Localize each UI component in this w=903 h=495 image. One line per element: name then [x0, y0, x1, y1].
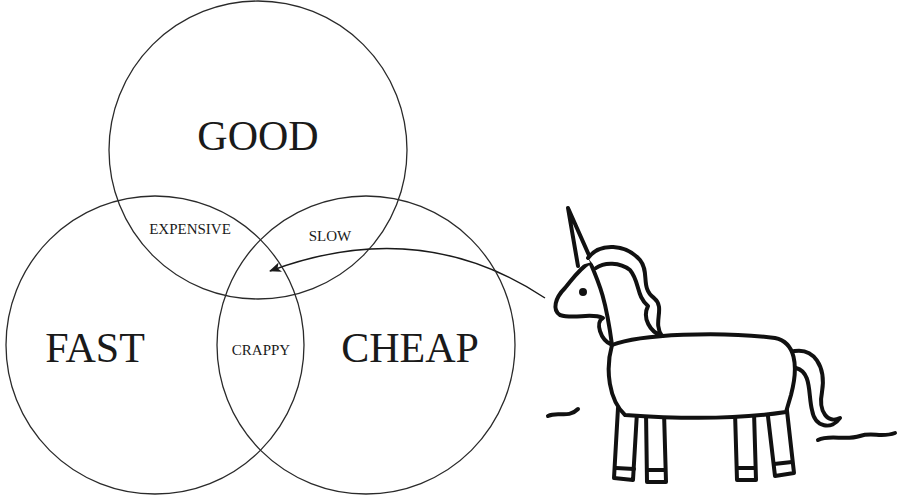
- hoof-line: [737, 466, 755, 470]
- pointer-arrow: [270, 248, 545, 298]
- unicorn-tail: [790, 351, 840, 426]
- hoof-line: [774, 462, 792, 464]
- set-label: FAST: [45, 325, 145, 371]
- hoof-line: [647, 468, 665, 472]
- unicorn-details: [548, 290, 895, 470]
- hoof-line: [616, 468, 634, 469]
- region-label: CRAPPY: [230, 342, 292, 359]
- unicorn-leg: [735, 412, 756, 480]
- unicorn-head: [555, 262, 612, 345]
- unicorn-leg: [614, 408, 637, 480]
- ground-mark: [548, 409, 578, 416]
- set-label: GOOD: [197, 113, 319, 159]
- unicorn-body: [609, 334, 795, 417]
- set-label: CHEAP: [341, 325, 479, 371]
- unicorn-leg: [646, 412, 666, 482]
- ground-mark: [818, 433, 895, 440]
- region-label: SLOW: [307, 228, 354, 245]
- circle-line: [217, 196, 515, 494]
- unicorn-mane: [588, 247, 662, 336]
- circle-line: [109, 1, 407, 299]
- unicorn-eye: [581, 290, 585, 294]
- region-label: EXPENSIVE: [147, 221, 233, 238]
- unicorn-drawing: [555, 208, 840, 482]
- venn-circle: GOOD: [108, 0, 408, 300]
